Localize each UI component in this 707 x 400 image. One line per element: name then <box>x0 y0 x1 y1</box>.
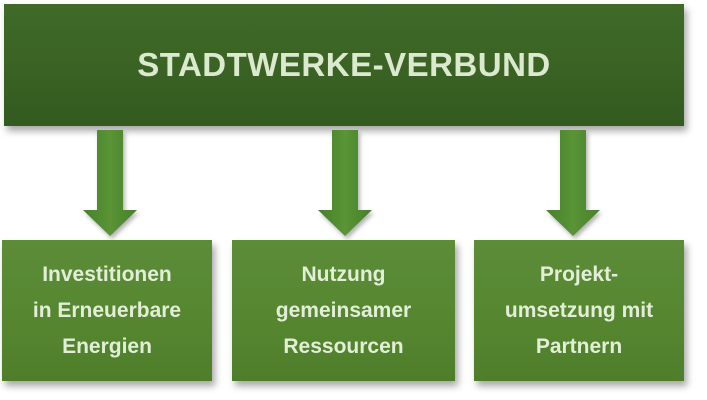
root-node: STADTWERKE-VERBUND <box>4 4 684 126</box>
child-node-nutzung: Nutzung gemeinsamer Ressourcen <box>232 240 455 381</box>
child-node-projektumsetzung: Projekt- umsetzung mit Partnern <box>474 240 684 381</box>
child-node-label: Investitionen in Erneuerbare Energien <box>32 262 182 358</box>
child-node-label: Nutzung gemeinsamer Ressourcen <box>275 262 412 358</box>
root-node-label: STADTWERKE-VERBUND <box>137 46 551 83</box>
arrow-down-1 <box>83 130 137 238</box>
child-node-label: Projekt- umsetzung mit Partnern <box>504 262 654 358</box>
arrow-down-3 <box>546 130 600 238</box>
arrow-down-2 <box>318 130 372 238</box>
child-node-investitionen: Investitionen in Erneuerbare Energien <box>2 240 212 381</box>
